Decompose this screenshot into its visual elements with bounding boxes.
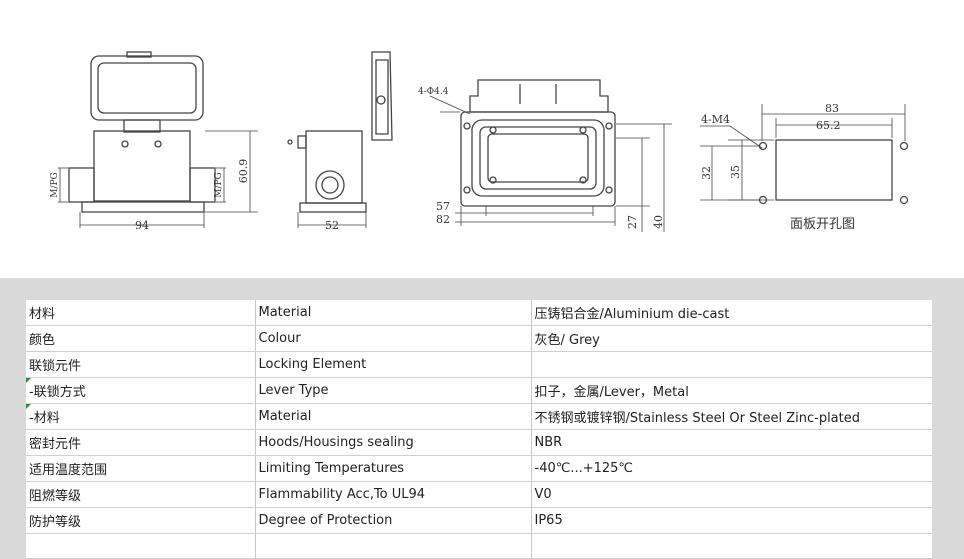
cell-value [531, 351, 932, 378]
cell-cn: 颜色 [26, 325, 256, 352]
table-row: 材料 Material 压铸铝合金/Aluminium die-cast [26, 300, 932, 326]
top-dim-57: 57 [436, 200, 450, 213]
table-row: -材料 Material 不锈钢或镀锌钢/Stainless Steel Or … [26, 403, 932, 430]
top-view [429, 79, 672, 232]
front-height-label: 60.9 [237, 159, 250, 184]
cell-cn: -联锁方式 [26, 377, 256, 404]
table-row: 防护等级 Degree of Protection IP65 [26, 507, 932, 534]
cell-value: NBR [531, 429, 932, 456]
front-width-label: 94 [135, 219, 149, 232]
cell-value: 不锈钢或镀锌钢/Stainless Steel Or Steel Zinc-pl… [531, 403, 932, 430]
cell-cn: -材料 [26, 403, 256, 430]
front-view [58, 51, 258, 228]
cell-cn: 联锁元件 [26, 351, 256, 378]
table-row: 颜色 Colour 灰色/ Grey [26, 325, 932, 352]
cell-en: Limiting Temperatures [255, 455, 532, 482]
cell-en: Degree of Protection [255, 507, 532, 534]
front-left-side-label: M/PG [50, 172, 60, 198]
spec-table: 材料 Material 压铸铝合金/Aluminium die-cast 颜色 … [26, 300, 932, 559]
thread-label: 4-M4 [701, 113, 730, 126]
cell-en: Lever Type [255, 377, 532, 404]
table-row-empty [26, 533, 932, 559]
table-row: 阻燃等级 Flammability Acc,To UL94 V0 [26, 481, 932, 508]
cell-empty [26, 533, 256, 559]
table-row: 密封元件 Hoods/Housings sealing NBR [26, 429, 932, 456]
cell-en: Hoods/Housings sealing [255, 429, 532, 456]
cell-value: IP65 [531, 507, 932, 534]
cell-cn: 防护等级 [26, 507, 256, 534]
cell-en: Flammability Acc,To UL94 [255, 481, 532, 508]
cell-value: 灰色/ Grey [531, 325, 932, 352]
side-view [287, 51, 393, 228]
table-row: 联锁元件 Locking Element [26, 351, 932, 378]
cell-en: Colour [255, 325, 532, 352]
cell-value: -40℃...+125℃ [531, 455, 932, 482]
technical-drawing-svg: 94 60.9 M/PG M/PG 52 4-Φ4.4 57 82 27 40 … [50, 51, 909, 232]
cell-value: V0 [531, 481, 932, 508]
hole-label: 4-Φ4.4 [418, 87, 449, 97]
panel-cutout-view [700, 104, 909, 205]
cutout-dim-35: 35 [729, 165, 742, 179]
cutout-caption: 面板开孔图 [790, 217, 855, 232]
technical-drawing: 94 60.9 M/PG M/PG 52 4-Φ4.4 57 82 27 40 … [0, 0, 964, 278]
top-dim-82: 82 [436, 213, 450, 226]
cell-cn: 密封元件 [26, 429, 256, 456]
table-row: 适用温度范围 Limiting Temperatures -40℃...+125… [26, 455, 932, 482]
cell-empty [531, 533, 932, 559]
cell-cn: 阻燃等级 [26, 481, 256, 508]
cell-en: Material [255, 403, 532, 430]
cell-empty [255, 533, 532, 559]
cell-value: 扣子，金属/Lever，Metal [531, 377, 932, 404]
top-dim-40: 40 [652, 215, 665, 229]
cell-value: 压铸铝合金/Aluminium die-cast [531, 300, 932, 326]
table-row: -联锁方式 Lever Type 扣子，金属/Lever，Metal [26, 377, 932, 404]
front-right-side-label: M/PG [214, 172, 224, 198]
cutout-dim-83: 83 [825, 102, 839, 115]
cell-en: Locking Element [255, 351, 532, 378]
spec-section: 材料 Material 压铸铝合金/Aluminium die-cast 颜色 … [0, 278, 964, 559]
cell-cn: 材料 [26, 300, 256, 326]
cutout-dim-65-2: 65.2 [816, 119, 841, 132]
cell-cn: 适用温度范围 [26, 455, 256, 482]
top-dim-27: 27 [626, 215, 639, 229]
cutout-dim-32: 32 [700, 166, 713, 180]
cell-en: Material [255, 300, 532, 326]
side-width-label: 52 [325, 219, 339, 232]
